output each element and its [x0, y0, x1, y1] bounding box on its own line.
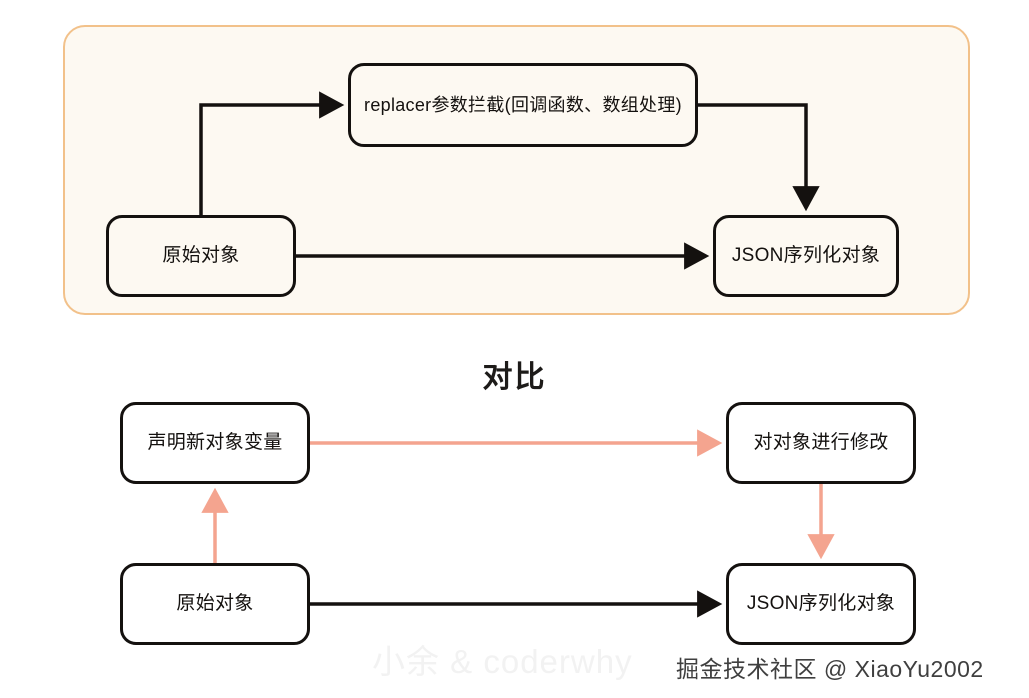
node-modify-object[interactable]: 对对象进行修改 [726, 402, 916, 484]
watermark-center: 小余 & coderwhy [372, 643, 633, 680]
node-json-serialized-object-bottom[interactable]: JSON序列化对象 [726, 563, 916, 645]
node-source-object-bottom[interactable]: 原始对象 [120, 563, 310, 645]
node-declare-new-variable[interactable]: 声明新对象变量 [120, 402, 310, 484]
node-source-object-top[interactable]: 原始对象 [106, 215, 296, 297]
watermark-attribution: 掘金技术社区 @ XiaoYu2002 [676, 656, 984, 682]
section-title-comparison: 对比 [482, 361, 547, 394]
node-json-serialized-object-top[interactable]: JSON序列化对象 [713, 215, 899, 297]
node-replacer-intercept[interactable]: replacer参数拦截(回调函数、数组处理) [348, 63, 698, 147]
